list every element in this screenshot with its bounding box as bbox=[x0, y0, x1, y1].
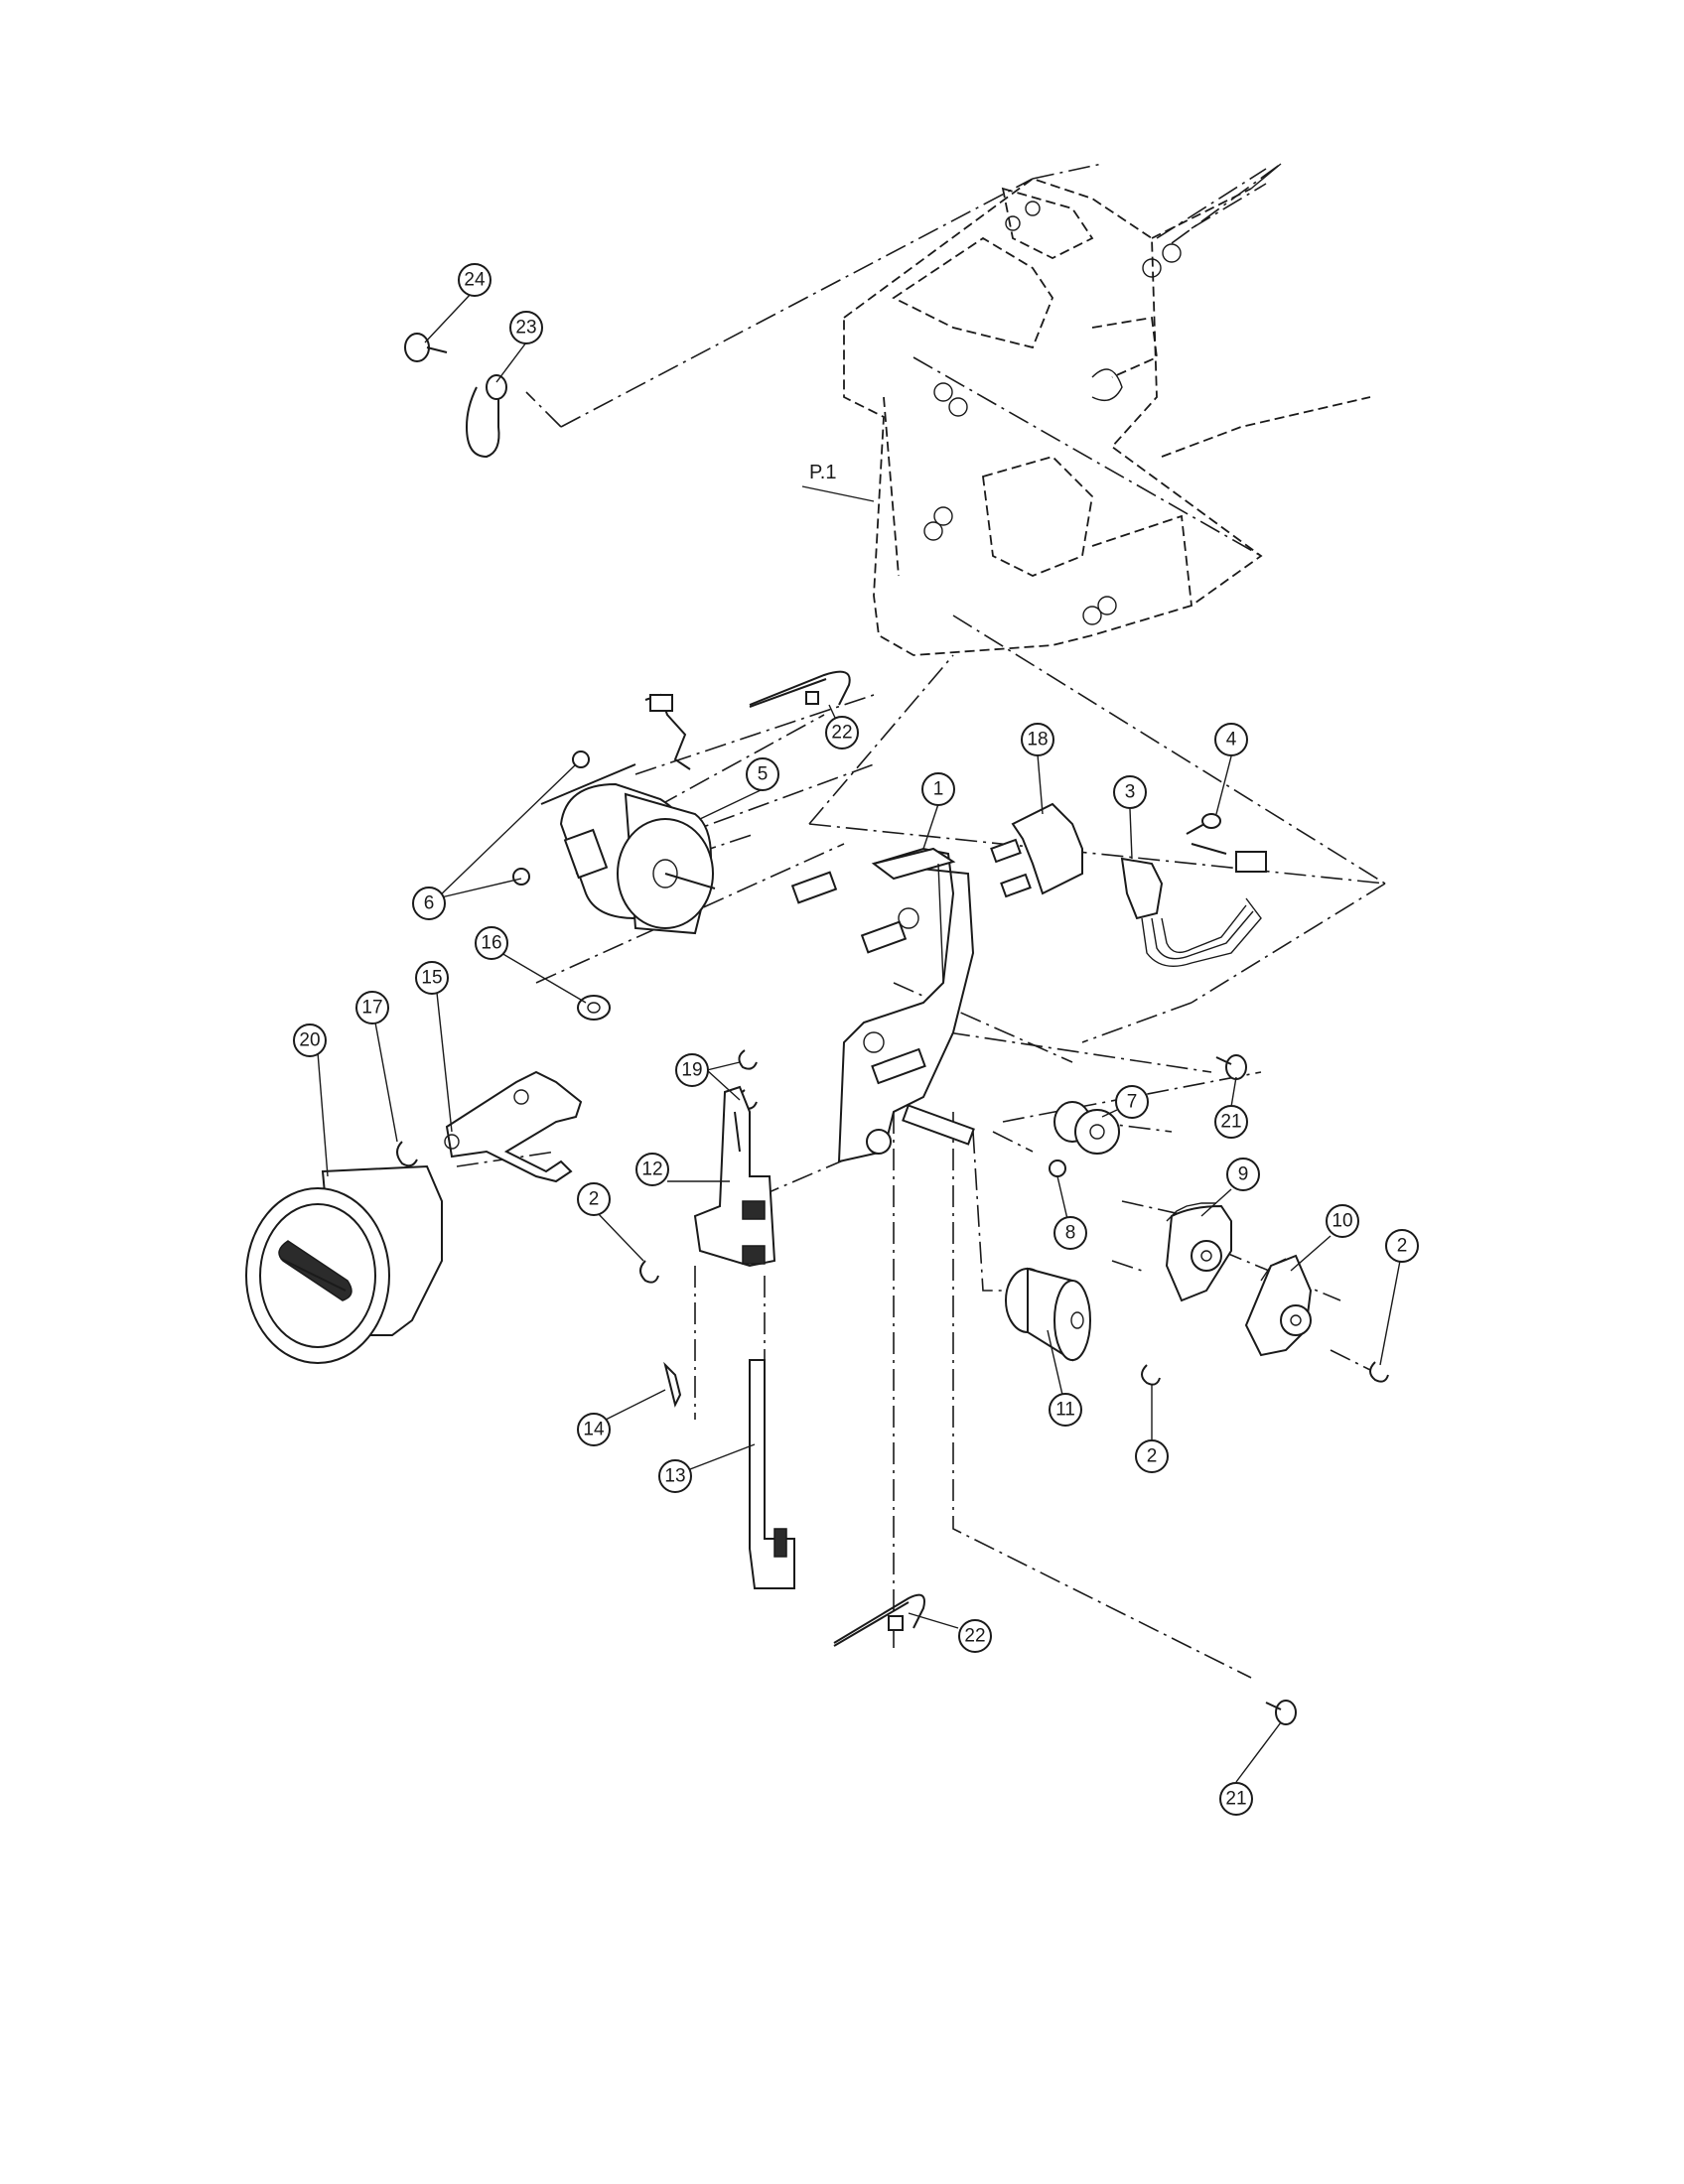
callout-10-label: 10 bbox=[1332, 1211, 1352, 1232]
callout-24: 24 bbox=[458, 263, 491, 297]
callout-13-label: 13 bbox=[664, 1466, 685, 1487]
callout-5-label: 5 bbox=[758, 764, 769, 785]
part-4-screw bbox=[1186, 813, 1221, 835]
part-5-motor bbox=[540, 693, 716, 935]
part-20-knob bbox=[245, 1164, 443, 1364]
part-21-screw-lower bbox=[1265, 1700, 1297, 1725]
part-18-plate bbox=[990, 802, 1083, 898]
part-16-washer bbox=[577, 995, 611, 1021]
part-6-screws bbox=[512, 751, 590, 886]
callout-10: 10 bbox=[1326, 1204, 1359, 1238]
part-21-screw-upper bbox=[1215, 1054, 1247, 1080]
callout-5: 5 bbox=[746, 757, 779, 791]
callout-22-lower-label: 22 bbox=[964, 1626, 985, 1647]
callout-15: 15 bbox=[415, 961, 449, 995]
part-15-lever bbox=[444, 1070, 583, 1183]
part-10-sector-gear bbox=[1244, 1254, 1313, 1357]
main-frame-reference-outline bbox=[843, 163, 1371, 656]
part-1-bracket bbox=[790, 847, 975, 1163]
callout-19-label: 19 bbox=[681, 1060, 702, 1081]
callout-6: 6 bbox=[412, 887, 446, 920]
callout-6-label: 6 bbox=[424, 893, 435, 914]
callout-22-upper: 22 bbox=[825, 716, 859, 750]
callout-21-upper: 21 bbox=[1214, 1105, 1248, 1139]
callout-18: 18 bbox=[1021, 723, 1054, 756]
callout-19: 19 bbox=[675, 1053, 709, 1087]
callout-2-right-label: 2 bbox=[1397, 1236, 1408, 1257]
callout-13: 13 bbox=[658, 1459, 692, 1493]
part-14-spring bbox=[663, 1361, 682, 1408]
callout-7-label: 7 bbox=[1127, 1092, 1138, 1113]
callout-21-lower: 21 bbox=[1219, 1782, 1253, 1816]
callout-16-label: 16 bbox=[481, 933, 501, 954]
part-7-gear bbox=[1053, 1101, 1120, 1155]
part-3-sensor-harness bbox=[1120, 843, 1267, 967]
callout-1: 1 bbox=[921, 772, 955, 806]
part-13-slide-plate bbox=[749, 1359, 795, 1589]
callout-8-label: 8 bbox=[1065, 1223, 1076, 1244]
callout-18-label: 18 bbox=[1027, 730, 1048, 751]
part-11-pulley bbox=[1005, 1267, 1091, 1362]
callout-8: 8 bbox=[1053, 1216, 1087, 1250]
callout-2-left-label: 2 bbox=[589, 1189, 600, 1210]
callout-3: 3 bbox=[1113, 775, 1147, 809]
callout-14: 14 bbox=[577, 1413, 611, 1446]
callout-1-label: 1 bbox=[933, 779, 944, 800]
callout-20: 20 bbox=[293, 1024, 327, 1057]
callout-17: 17 bbox=[355, 991, 389, 1024]
callout-2-left: 2 bbox=[577, 1182, 611, 1216]
callout-20-label: 20 bbox=[299, 1030, 320, 1051]
callout-7: 7 bbox=[1115, 1085, 1149, 1119]
callout-23-label: 23 bbox=[515, 318, 536, 339]
part-12-bracket bbox=[693, 1085, 776, 1268]
callout-21-upper-label: 21 bbox=[1220, 1112, 1241, 1133]
part-17-ring bbox=[396, 1141, 418, 1167]
callout-17-label: 17 bbox=[361, 998, 382, 1019]
part-8-setscrew bbox=[1049, 1160, 1066, 1177]
callout-12: 12 bbox=[635, 1153, 669, 1186]
callout-2-right: 2 bbox=[1385, 1229, 1419, 1263]
part-2-e-rings bbox=[639, 1260, 1389, 1386]
callout-4-label: 4 bbox=[1226, 730, 1237, 751]
part-24-screw bbox=[404, 333, 448, 362]
callout-2-bottom-label: 2 bbox=[1147, 1446, 1158, 1467]
callout-12-label: 12 bbox=[641, 1160, 662, 1180]
callout-21-lower-label: 21 bbox=[1225, 1789, 1246, 1810]
callout-2-bottom: 2 bbox=[1135, 1439, 1169, 1473]
callout-22-lower: 22 bbox=[958, 1619, 992, 1653]
page-reference-label: P.1 bbox=[809, 462, 836, 483]
callout-22-upper-label: 22 bbox=[831, 723, 852, 744]
callout-4: 4 bbox=[1214, 723, 1248, 756]
callout-24-label: 24 bbox=[464, 270, 486, 291]
callout-9: 9 bbox=[1226, 1158, 1260, 1191]
callout-leader-lines bbox=[317, 292, 1401, 1783]
callout-23: 23 bbox=[509, 311, 543, 344]
callout-11: 11 bbox=[1049, 1393, 1082, 1427]
callout-11-label: 11 bbox=[1055, 1400, 1075, 1421]
callout-9-label: 9 bbox=[1238, 1164, 1249, 1185]
part-23-wire-clip bbox=[465, 374, 507, 459]
callout-15-label: 15 bbox=[421, 968, 442, 989]
callout-14-label: 14 bbox=[583, 1420, 605, 1440]
part-22-cable-tie-lower bbox=[833, 1593, 925, 1647]
callout-16: 16 bbox=[475, 926, 508, 960]
callout-3-label: 3 bbox=[1125, 782, 1136, 803]
part-22-cable-tie-upper bbox=[749, 670, 851, 708]
part-9-sector-gear bbox=[1165, 1202, 1232, 1302]
